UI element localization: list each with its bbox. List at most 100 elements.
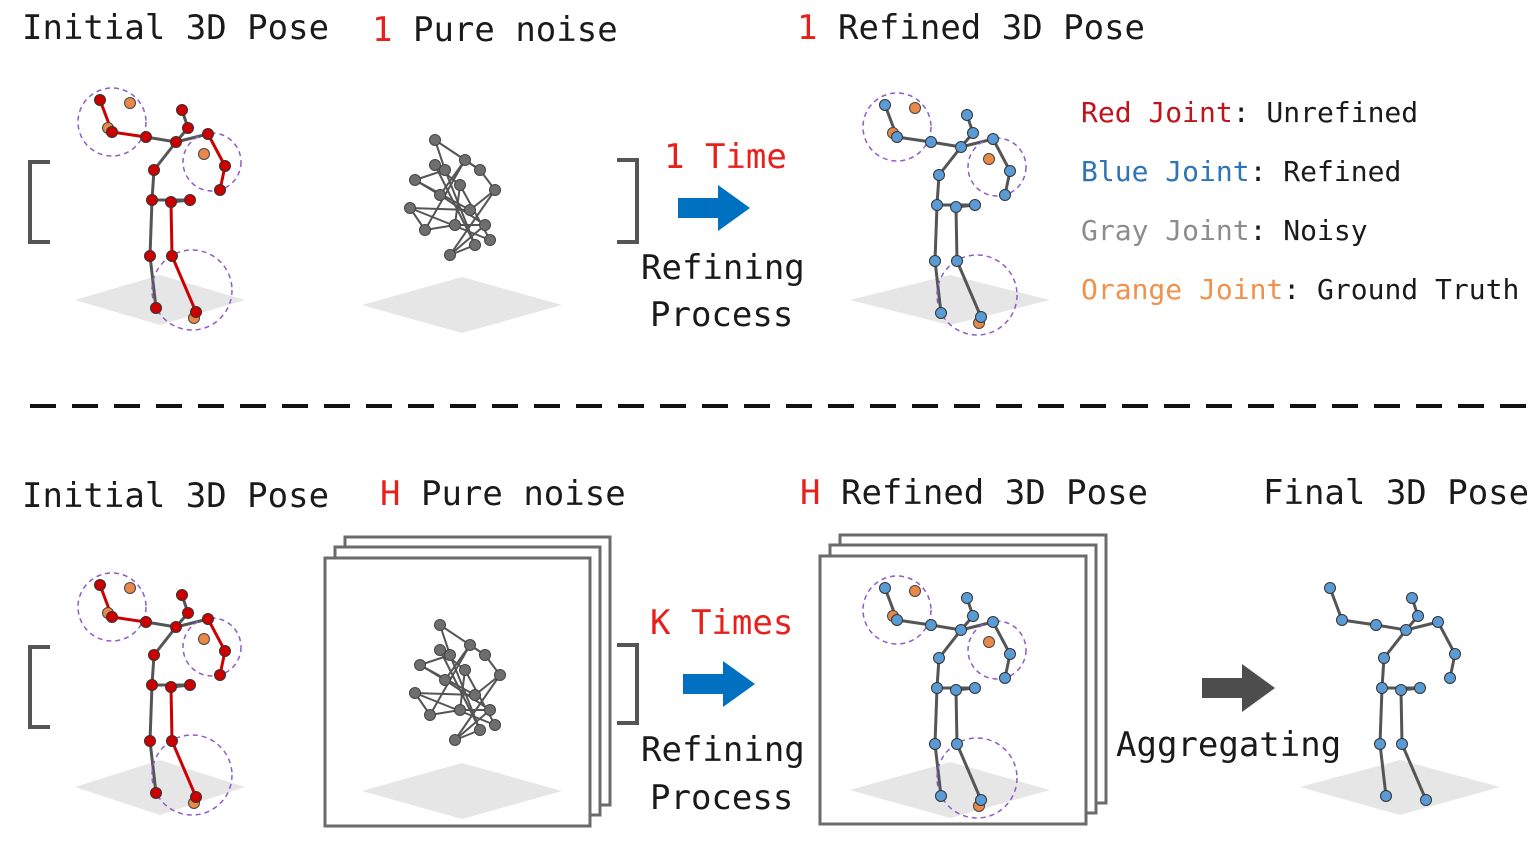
joint — [1432, 616, 1444, 628]
bone — [1436, 621, 1457, 655]
joint — [891, 614, 903, 626]
left-bracket — [28, 645, 50, 729]
bottom-noise-label: H Pure noise — [380, 474, 626, 514]
gray-joint — [409, 174, 421, 186]
gray-joint — [434, 189, 446, 201]
highlight-circle — [862, 92, 932, 162]
joint — [176, 104, 188, 116]
gray-joint — [474, 724, 486, 736]
legend-item: Red Joint: Unrefined — [1081, 96, 1418, 130]
gray-joint — [459, 664, 471, 676]
noise-link — [449, 189, 496, 256]
bone — [170, 740, 198, 798]
bottom-times-label: K Times — [650, 603, 794, 643]
joint — [933, 169, 945, 181]
joint — [987, 133, 999, 145]
joint — [190, 791, 202, 803]
joint — [961, 109, 973, 121]
legend-key: Gray Joint — [1081, 214, 1250, 247]
joint — [931, 682, 943, 694]
noise-link — [454, 184, 461, 226]
bone — [169, 686, 174, 742]
gray-joint — [444, 649, 456, 661]
joint — [935, 307, 947, 319]
bone — [933, 204, 939, 262]
joint — [969, 199, 981, 211]
joint — [184, 679, 196, 691]
gray-joint — [484, 704, 496, 716]
right-bracket — [617, 643, 639, 725]
ground-plane — [1300, 760, 1500, 815]
refined-stack — [818, 533, 1108, 826]
joint — [1406, 592, 1418, 604]
bone — [1378, 743, 1388, 797]
ground-plane — [75, 275, 245, 325]
joint — [219, 160, 231, 172]
gray-joint — [429, 159, 441, 171]
gray-joint — [459, 154, 471, 166]
joint — [987, 616, 999, 628]
joint — [106, 611, 118, 623]
orange-joint — [909, 585, 921, 597]
bottom-refined-label: H Refined 3D Pose — [800, 473, 1148, 513]
gray-joint — [434, 644, 446, 656]
noise-stack — [323, 535, 612, 828]
ground-plane — [75, 760, 245, 815]
highlight-circle — [77, 87, 147, 157]
gray-joint — [439, 164, 451, 176]
joint — [1449, 648, 1461, 660]
joint — [1414, 682, 1426, 694]
joint — [190, 306, 202, 318]
highlight-circle — [77, 572, 147, 642]
gray-joint — [464, 204, 476, 216]
gray-joint — [414, 659, 426, 671]
bone — [148, 740, 158, 794]
bone — [955, 260, 983, 318]
bone — [991, 621, 1012, 655]
bone — [933, 687, 939, 745]
joint — [170, 136, 182, 148]
refined-text: Refined 3D Pose — [840, 473, 1149, 513]
final-pose-label: Final 3D Pose — [1263, 473, 1530, 513]
gray-joint — [404, 202, 416, 214]
top-refined-label: 1 Refined 3D Pose — [797, 8, 1145, 48]
highlight-circle — [151, 734, 233, 816]
joint — [170, 621, 182, 633]
joint — [879, 99, 891, 111]
legend-desc: : Unrefined — [1232, 96, 1419, 129]
joint — [1374, 738, 1386, 750]
joint — [1444, 672, 1456, 684]
joint — [166, 735, 178, 747]
gray-joint — [479, 219, 491, 231]
gray-joint — [474, 164, 486, 176]
legend-desc: : Noisy — [1249, 214, 1368, 247]
gray-joint — [454, 704, 466, 716]
left-bracket — [28, 160, 50, 244]
orange-joint — [124, 97, 136, 109]
bone — [954, 689, 959, 745]
joint — [1395, 684, 1407, 696]
joint — [150, 302, 162, 314]
orange-joint — [124, 582, 136, 594]
bone — [1400, 743, 1428, 801]
bone — [169, 201, 174, 257]
bone — [206, 133, 227, 167]
ground-plane — [850, 275, 1050, 325]
refine-arrow — [683, 661, 755, 707]
legend-item: Blue Joint: Refined — [1081, 155, 1401, 189]
joint — [165, 196, 177, 208]
highlight-circle — [862, 575, 932, 645]
bone — [1378, 687, 1384, 745]
bone — [148, 255, 158, 309]
gray-joint — [424, 709, 436, 721]
gray-joint — [489, 719, 501, 731]
legend-desc: : Refined — [1249, 155, 1402, 188]
noise-figure — [404, 134, 501, 261]
joint — [165, 681, 177, 693]
joint — [1400, 624, 1412, 636]
gray-joint — [449, 734, 461, 746]
bone — [991, 138, 1012, 172]
joint — [176, 589, 188, 601]
top-times-label: 1 Time — [664, 137, 787, 177]
aggregate-label: Aggregating — [1116, 725, 1342, 765]
